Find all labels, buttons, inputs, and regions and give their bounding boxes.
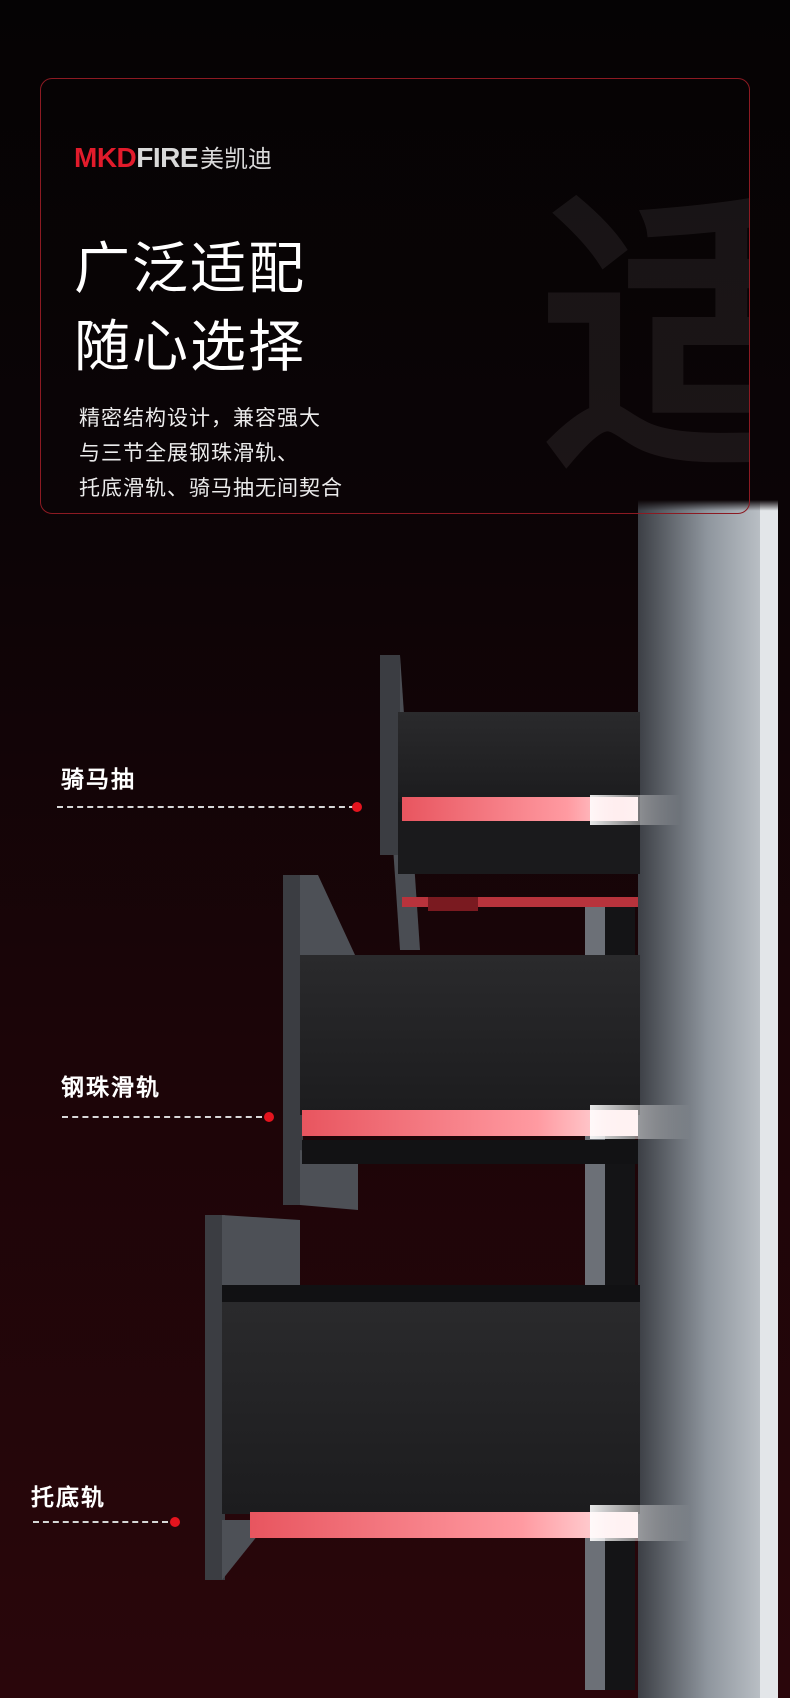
- ball-bearing-rail: [302, 1110, 638, 1136]
- label-undermount-rail: 托底轨: [31, 1485, 106, 1511]
- logo-mkd: MKD: [74, 142, 137, 173]
- brand-logo: MKD FIRE 美凯迪: [74, 139, 272, 173]
- headline-line-2: 随心选择: [74, 315, 306, 380]
- riding-drawer: [380, 655, 680, 950]
- description-line-1: 精密结构设计，兼容强大: [79, 406, 321, 430]
- ball-bearing-drawer: [283, 875, 690, 1210]
- label-ball-bearing-rail: 钢珠滑轨: [61, 1075, 161, 1101]
- dot-undermount-rail: [170, 1517, 180, 1527]
- leader-ball-bearing-rail: [62, 1116, 262, 1118]
- leader-undermount-rail: [33, 1521, 168, 1523]
- leader-riding-drawer: [57, 806, 355, 808]
- undermount-rail: [250, 1512, 638, 1538]
- label-riding-drawer: 骑马抽: [61, 767, 136, 793]
- dot-riding-drawer: [352, 802, 362, 812]
- logo-chinese: 美凯迪: [200, 145, 273, 173]
- description-line-2: 与三节全展钢珠滑轨、: [79, 441, 299, 465]
- hero-card: 适配 MKD FIRE 美凯迪 广泛适配 随心选择 精密结构设计，兼容强大 与三…: [40, 78, 750, 514]
- description-line-3: 托底滑轨、骑马抽无间契合: [79, 476, 343, 500]
- headline-line-1: 广泛适配: [74, 237, 306, 302]
- dot-ball-bearing-rail: [264, 1112, 274, 1122]
- description: 精密结构设计，兼容强大 与三节全展钢珠滑轨、 托底滑轨、骑马抽无间契合: [79, 401, 343, 506]
- undermount-drawer: [205, 1215, 690, 1580]
- logo-fire: FIRE: [136, 142, 199, 173]
- headline: 广泛适配 随心选择: [74, 231, 306, 387]
- watermark-text: 适配: [541, 189, 749, 489]
- cabinet-panel: [638, 500, 778, 1698]
